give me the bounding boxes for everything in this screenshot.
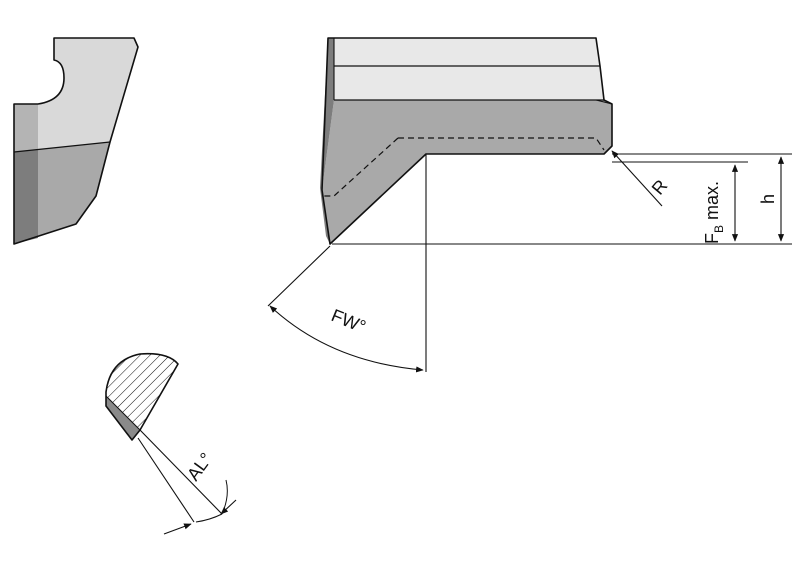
cross-section-detail: [105, 352, 237, 535]
fb-subscript: B: [712, 225, 726, 233]
blade-front-view: [320, 37, 613, 245]
fb-max-suffix: max.: [702, 181, 722, 225]
fw-label: FW°: [329, 305, 369, 337]
h-label: h: [758, 194, 778, 204]
fb-label: F: [702, 233, 722, 244]
r-label: R: [648, 176, 672, 199]
svg-text:FB max.: FB max.: [702, 181, 726, 244]
dimension-lines: [267, 150, 792, 373]
side-view-profile: [13, 37, 139, 245]
fb-max-label-group: FB max.: [702, 181, 726, 244]
